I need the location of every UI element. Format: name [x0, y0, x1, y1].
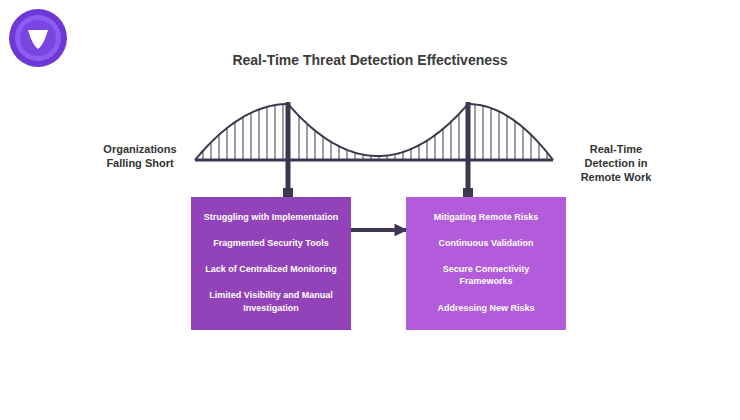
suspender-line [491, 108, 492, 160]
side-label: Organizations Falling Short [90, 143, 190, 171]
suspender-line [227, 128, 228, 160]
suspender-line [267, 107, 268, 160]
box-item: Secure Connectivity Frameworks [416, 263, 556, 287]
suspender-line [259, 109, 260, 160]
suspender-line [235, 122, 236, 160]
suspender-line [523, 127, 524, 160]
suspender-line [411, 149, 412, 160]
content-box: Struggling with ImplementationFragmented… [191, 197, 351, 330]
box-item: Addressing New Risks [437, 302, 534, 314]
suspender-line [475, 104, 476, 160]
suspender-line [299, 116, 300, 160]
suspender-line [219, 135, 220, 160]
logo-icon [9, 9, 67, 67]
main-cable [195, 104, 553, 160]
bridge-tower [286, 102, 291, 190]
bridge-deck [195, 159, 553, 162]
box-item: Lack of Centralized Monitoring [205, 263, 337, 275]
suspender-line [507, 116, 508, 160]
suspender-line [427, 141, 428, 160]
suspender-line [275, 105, 276, 160]
tower-foot [283, 188, 293, 197]
suspender-line [243, 117, 244, 160]
box-item: Continuous Validation [439, 237, 534, 249]
box-item: Fragmented Security Tools [213, 237, 328, 249]
suspender-line [347, 150, 348, 160]
suspender-line [435, 135, 436, 160]
box-item: Struggling with Implementation [204, 211, 339, 223]
tower-foot [463, 188, 473, 197]
suspender-line [483, 106, 484, 160]
suspender-line [283, 104, 284, 160]
flow-arrow [351, 228, 406, 232]
suspender-line [307, 124, 308, 160]
side-label: Real-Time Detection in Remote Work [566, 143, 666, 184]
suspender-line [419, 145, 420, 160]
suspender-line [315, 131, 316, 160]
suspender-line [331, 142, 332, 160]
suspender-line [539, 143, 540, 160]
suspender-line [443, 129, 444, 160]
box-item: Mitigating Remote Risks [434, 211, 539, 223]
bridge-illustration [195, 102, 553, 197]
suspender-line [499, 111, 500, 160]
content-box: Mitigating Remote RisksContinuous Valida… [406, 197, 566, 330]
diagram-title: Real-Time Threat Detection Effectiveness [0, 52, 740, 68]
box-item: Limited Visibility and Manual Investigat… [201, 289, 341, 313]
suspender-line [451, 122, 452, 160]
suspender-line [211, 142, 212, 160]
suspender-line [251, 113, 252, 160]
suspender-line [531, 135, 532, 160]
suspender-line [459, 114, 460, 160]
suspender-line [323, 137, 324, 160]
suspender-line [515, 121, 516, 160]
suspender-line [339, 146, 340, 160]
bridge-tower [466, 102, 471, 190]
